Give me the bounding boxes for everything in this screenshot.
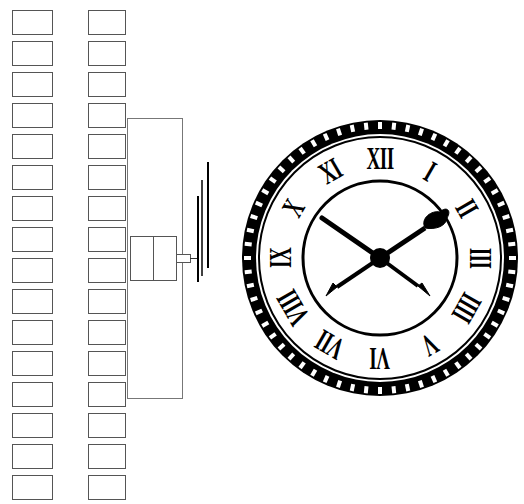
- dial-rim: [242, 120, 518, 396]
- roman-numeral: VI: [370, 343, 390, 374]
- inner-ring: [303, 181, 457, 335]
- drive-shaft: [177, 255, 191, 263]
- hour-hand-side: [197, 196, 199, 282]
- chapter-ring: [259, 137, 501, 379]
- roman-numeral: III: [465, 248, 496, 269]
- clock-hands: [322, 209, 449, 296]
- dial-side: [207, 162, 209, 268]
- shaft-end: [190, 258, 197, 259]
- movement-housing: [128, 119, 183, 399]
- movement-divider: [153, 237, 154, 280]
- roman-numeral: XII: [367, 143, 394, 174]
- wall-bricks: [13, 11, 126, 500]
- minute-ticks: [244, 122, 516, 394]
- roman-numeral: IX: [265, 248, 296, 268]
- minute-hand-side: [201, 180, 203, 276]
- dial-face: [256, 134, 504, 382]
- movement-box: [131, 237, 177, 281]
